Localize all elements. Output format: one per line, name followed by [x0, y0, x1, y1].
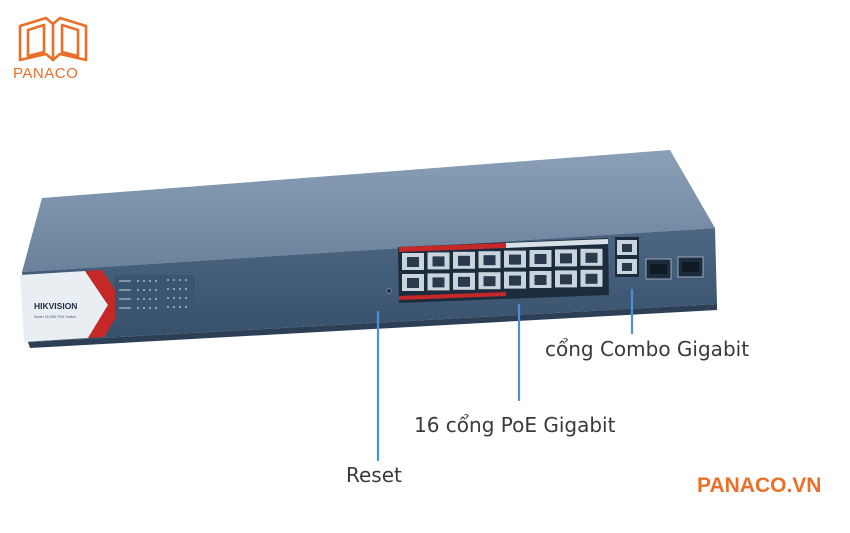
- callout-leader-lines: [376, 288, 634, 462]
- rj45-port-socket: [560, 274, 572, 285]
- rj45-port-socket: [483, 276, 496, 287]
- rj45-port-socket: [534, 254, 547, 264]
- rj45-port-socket: [407, 278, 419, 288]
- sfp-ports: [645, 256, 704, 280]
- rj45-port-socket: [458, 255, 470, 266]
- rj45-port-socket: [483, 255, 496, 266]
- rj45-port-socket: [509, 275, 521, 286]
- rj45-port-socket: [534, 275, 547, 285]
- poe-port-callout: 16 cổng PoE Gigabit: [414, 413, 616, 437]
- rj45-port-socket: [585, 273, 598, 284]
- rj45-port-socket: [407, 257, 419, 267]
- brand-label-plate: [20, 271, 108, 342]
- combo-rj45-ports: [615, 237, 639, 277]
- model-label: Smart 16 GbE PoE Switch: [34, 315, 76, 319]
- maker-label: HIKVISION: [34, 301, 77, 311]
- rj45-port-socket: [432, 256, 445, 267]
- combo-port-callout: cổng Combo Gigabit: [545, 337, 750, 361]
- rj45-port-socket: [585, 252, 598, 263]
- reset-pinhole: [386, 288, 392, 294]
- poe-port-array: [402, 248, 603, 291]
- website-label: PANACO.VN: [697, 474, 822, 497]
- rj45-port-socket: [458, 276, 470, 287]
- poe-band: [399, 243, 506, 252]
- panaco-book-logo: [18, 16, 88, 62]
- led-indicator-panel: [115, 275, 195, 317]
- rj45-port-socket: [432, 277, 445, 288]
- brand-logo-text: PANACO: [13, 65, 79, 82]
- reset-callout: Reset: [346, 463, 402, 487]
- rj45-port-socket: [560, 253, 572, 264]
- switch-top-face: [22, 150, 715, 272]
- rj45-port-socket: [509, 254, 521, 265]
